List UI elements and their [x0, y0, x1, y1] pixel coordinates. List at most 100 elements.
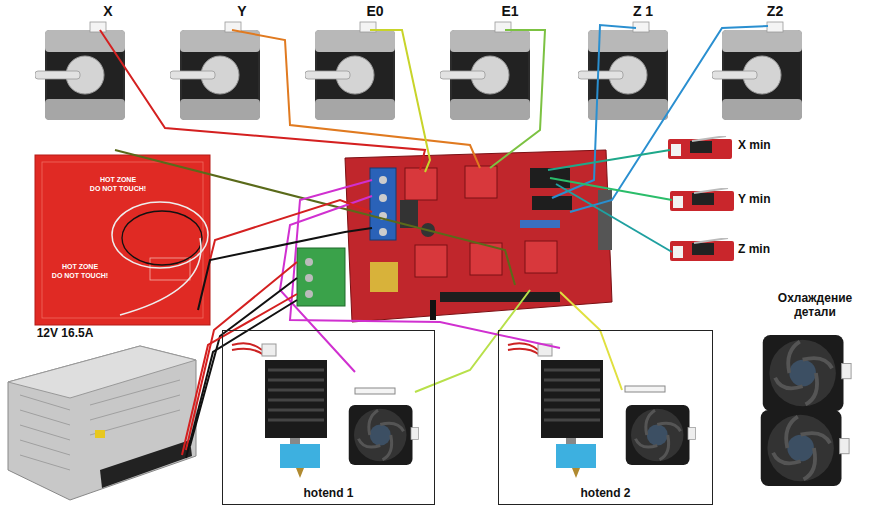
ramps-board-part	[405, 168, 437, 200]
wires-part	[115, 150, 515, 285]
ramps-board-part	[430, 300, 436, 320]
wires-part	[186, 300, 297, 458]
wires-part	[100, 30, 425, 170]
ramps-board-part	[440, 292, 560, 302]
ramps-board-part	[379, 176, 387, 184]
wires-part	[560, 292, 622, 390]
ramps-board-part	[305, 258, 313, 266]
power-supply-part	[100, 440, 192, 488]
hotend-box: hotend 1	[222, 330, 435, 505]
motor-label: E0	[366, 3, 383, 19]
hotend-2-illustration-part	[625, 386, 665, 392]
stepper-motors-part	[712, 22, 802, 120]
ramps-board-part	[305, 290, 313, 298]
ramps-board-part	[370, 262, 398, 292]
endstops	[668, 136, 734, 261]
endstop-label: Y min	[738, 193, 770, 207]
hotend-1-illustration-part	[232, 343, 264, 355]
heatbed-print: HOT ZONE	[62, 263, 98, 271]
hotend-2-illustration	[508, 343, 696, 478]
ramps-board-part	[297, 248, 345, 306]
hotend-1-illustration-part	[280, 444, 320, 468]
endstops-part	[670, 238, 734, 261]
heatbed-print: HOT ZONE	[100, 176, 136, 184]
ramps-board-part	[520, 220, 560, 228]
ramps-board-part	[370, 168, 396, 240]
heatbed-print: DO NOT TOUCH!	[90, 185, 146, 193]
ramps-board-part	[345, 150, 612, 322]
fan-label: Охлаждение детали	[765, 292, 865, 320]
hotend-2-illustration-part	[508, 343, 540, 355]
wires-part	[186, 262, 297, 450]
motor-label: Y	[237, 3, 246, 19]
wires-part	[280, 196, 372, 372]
endstop-label: Z min	[738, 243, 770, 257]
hotend-1-illustration-part	[268, 370, 324, 420]
power-supply-part	[8, 346, 196, 398]
stepper-motors-part	[578, 22, 668, 120]
wires-part	[370, 30, 430, 172]
hotend-2-illustration-part	[541, 360, 603, 438]
wires-part	[200, 200, 372, 300]
hotend-1-illustration-part	[349, 405, 419, 465]
power-supply-part	[95, 430, 105, 438]
hotend-2-illustration-part	[544, 370, 600, 420]
endstop-label: X min	[738, 139, 771, 153]
wires-part	[182, 294, 297, 455]
ramps-board-part	[379, 228, 387, 236]
stepper-motors-part	[35, 22, 125, 120]
endstops-part	[670, 188, 734, 211]
hotend-2-illustration-part	[556, 444, 596, 468]
wires	[100, 25, 768, 458]
hotend-label: hotend 1	[223, 486, 434, 500]
stepper-motors-part	[170, 22, 260, 120]
wires-part	[548, 150, 670, 170]
stepper-motors-part	[305, 22, 395, 120]
motor-label: E1	[501, 3, 518, 19]
power-supply-part	[8, 346, 196, 500]
ramps-board-part	[305, 274, 313, 282]
hotend-label: hotend 2	[499, 486, 712, 500]
hotend-box: hotend 2	[498, 330, 713, 505]
heatbed-part	[35, 155, 210, 325]
wires-part	[550, 178, 672, 200]
hotend-1-illustration-part	[355, 388, 395, 394]
wires-part	[232, 30, 480, 168]
part-cooling-fans-part	[763, 335, 851, 411]
motor-label: Z2	[767, 3, 783, 19]
wires-part	[570, 26, 768, 212]
heatbed-print: DO NOT TOUCH!	[52, 272, 108, 280]
heatbed-part	[112, 202, 208, 268]
heatbed-part	[122, 211, 202, 265]
part-cooling-fans	[761, 335, 851, 486]
endstops-part	[668, 136, 732, 159]
hotend-2-illustration-part	[566, 438, 576, 444]
ramps-board-part	[415, 245, 447, 277]
stepper-motors-part	[440, 22, 530, 120]
power-supply	[8, 346, 196, 500]
wires-part	[415, 290, 530, 392]
ramps-board-part	[532, 196, 572, 210]
wires-part	[490, 30, 545, 168]
hotend-1-illustration-part	[290, 438, 300, 444]
heatbed	[35, 155, 210, 325]
ramps-board-part	[598, 190, 612, 250]
ramps-board-part	[379, 194, 387, 202]
wires-part	[556, 184, 672, 252]
wires-part	[198, 228, 372, 310]
hotend-1-illustration	[232, 343, 419, 478]
hotend-1-illustration-part	[296, 468, 304, 478]
motor-label: Z 1	[633, 3, 653, 19]
heatbed-part	[42, 162, 203, 318]
hotend-2-illustration-part	[572, 468, 580, 478]
ramps-board-part	[525, 241, 557, 273]
heatbed-part	[120, 238, 201, 315]
ramps-board-part	[465, 166, 497, 198]
hotend-1-illustration-part	[265, 360, 327, 438]
part-cooling-fans-part	[761, 410, 849, 486]
wires-part	[552, 25, 636, 198]
wires-part	[290, 180, 560, 348]
power-supply-label: 12V 16.5A	[37, 327, 94, 341]
hotend-2-illustration-part	[626, 405, 696, 465]
